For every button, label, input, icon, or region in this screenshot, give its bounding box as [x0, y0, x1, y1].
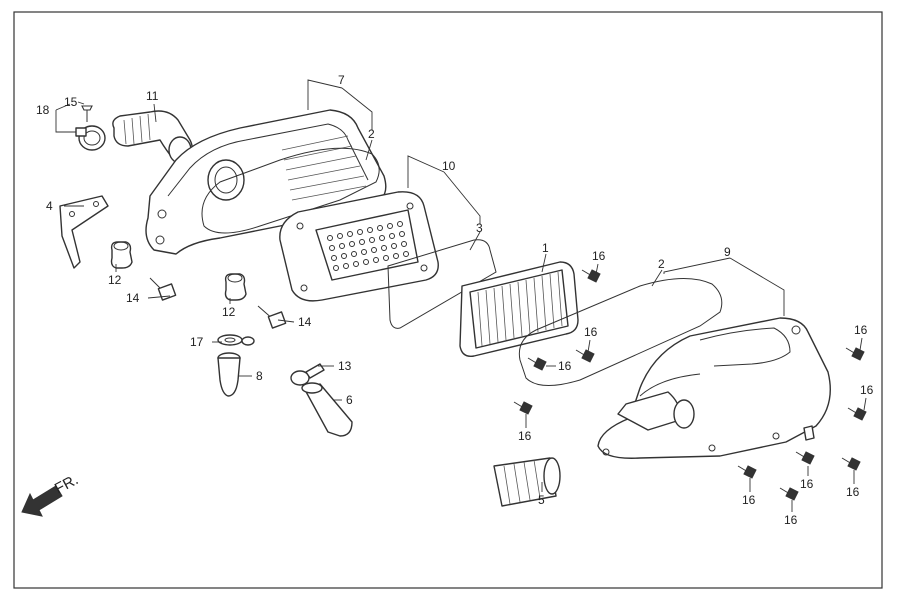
grommet-left-part: [110, 241, 133, 269]
callout-2-upper: 2: [368, 127, 375, 141]
screw-16d: [513, 401, 533, 415]
callout-3: 3: [476, 221, 483, 235]
drain-plug-part: [217, 352, 241, 397]
callout-9: 9: [724, 245, 731, 259]
screw-16j: [779, 487, 799, 501]
callout-16d: 16: [518, 429, 532, 443]
callout-7: 7: [338, 73, 345, 87]
callout-16a: 16: [592, 249, 606, 263]
callout-12-right: 12: [222, 305, 236, 319]
outer-cover-part: [597, 317, 831, 459]
case-seal-upper-part: [201, 147, 380, 234]
callout-16f: 16: [860, 383, 874, 397]
front-arrow-icon: [21, 485, 63, 517]
filter-sponge-part: [493, 457, 561, 507]
callout-14-right: 14: [298, 315, 312, 329]
callout-16i: 16: [742, 493, 756, 507]
drain-tube-part: [301, 382, 353, 437]
screw-16b: [575, 349, 595, 363]
callout-12-left: 12: [108, 273, 122, 287]
filter-cover-part: [279, 191, 439, 302]
callout-18: 18: [36, 103, 50, 117]
screw-16g: [795, 451, 815, 465]
callout-2-lower: 2: [658, 257, 665, 271]
leader-lines: [55, 79, 867, 512]
bolt-left-part: [149, 277, 177, 301]
callout-17: 17: [190, 335, 204, 349]
front-direction-indicator: FR.: [21, 471, 81, 517]
callout-14-left: 14: [126, 291, 140, 305]
clamp-screw-part: [81, 105, 93, 122]
filter-mesh-pattern: [327, 221, 409, 271]
callout-11: 11: [146, 89, 159, 103]
tube-clamp-part: [290, 363, 325, 386]
callout-6: 6: [346, 393, 353, 407]
washer-set-part: [217, 334, 255, 346]
screw-16f: [847, 407, 867, 421]
screw-16h: [841, 457, 861, 471]
callout-16h: 16: [846, 485, 860, 499]
callout-5: 5: [538, 493, 545, 507]
air-cleaner-case-part: [145, 109, 387, 255]
filter-gasket-part: [387, 239, 497, 329]
callout-4: 4: [46, 199, 53, 213]
air-filter-element-part: [459, 261, 579, 357]
callout-13: 13: [338, 359, 352, 373]
screw-16c: [527, 357, 547, 371]
callout-1: 1: [542, 241, 549, 255]
callout-labels: 7 2 10 3 1 9 2 11 15 18 4 12 12 14 14 17…: [36, 73, 874, 527]
screw-16i: [737, 465, 757, 479]
screw-16e: [845, 347, 865, 361]
callout-15: 15: [64, 95, 78, 109]
callout-16b: 16: [584, 325, 598, 339]
bolt-right-part: [257, 305, 287, 329]
callout-10: 10: [442, 159, 456, 173]
screw-16a: [581, 269, 601, 283]
bracket-part: [59, 195, 109, 269]
hose-clamp-part: [75, 125, 106, 151]
callout-16e: 16: [854, 323, 868, 337]
case-seal-lower-part: [518, 277, 723, 386]
callout-16c: 16: [558, 359, 572, 373]
callout-8: 8: [256, 369, 263, 383]
callout-16j: 16: [784, 513, 798, 527]
diagram-frame: [13, 11, 883, 589]
callout-16g: 16: [800, 477, 814, 491]
grommet-right-part: [224, 273, 247, 301]
